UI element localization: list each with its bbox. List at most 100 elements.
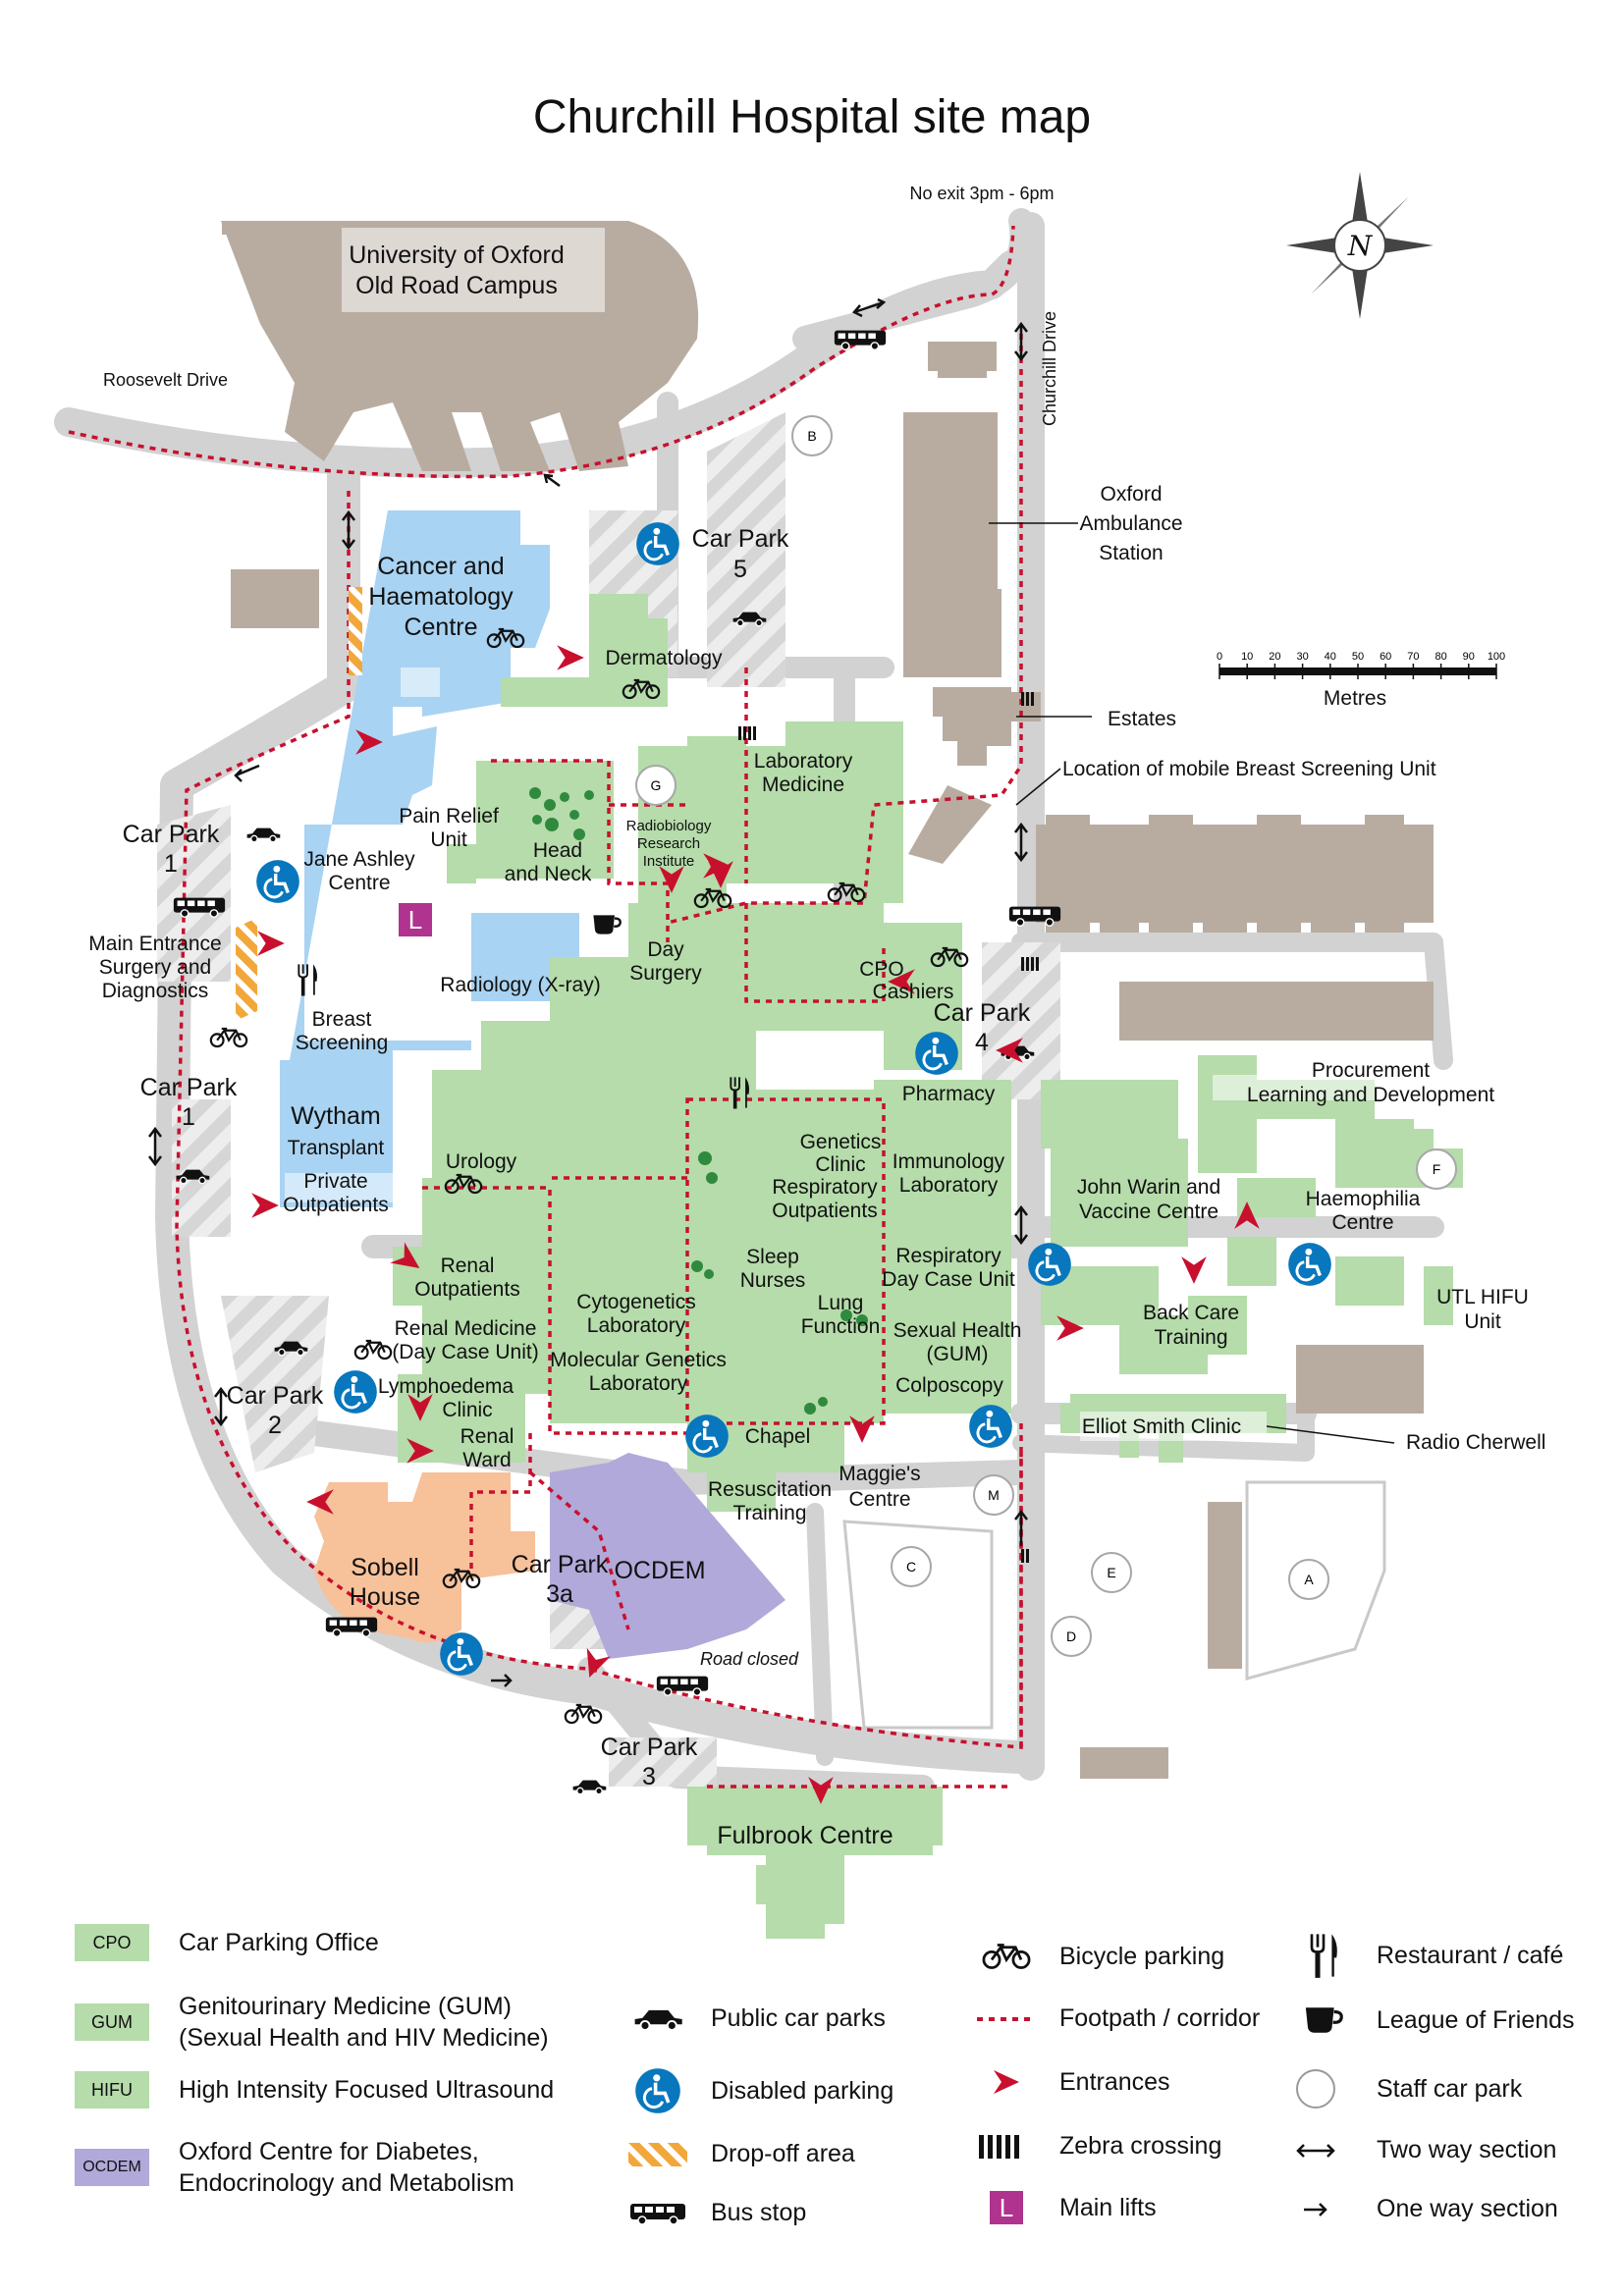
main-lifts-marker[interactable]	[399, 903, 432, 936]
disabled-parking-icon	[628, 2067, 687, 2114]
compass-north-letter: N	[1347, 230, 1374, 262]
disabled-parking-icon[interactable]	[968, 1404, 1013, 1449]
label-genetics-2: Clinic	[815, 1153, 865, 1176]
staff-car-park-e[interactable]	[1091, 1552, 1132, 1593]
disabled-parking-icon[interactable]	[914, 1031, 959, 1076]
cutlery-icon[interactable]	[298, 963, 318, 996]
entrance-arrow-icon[interactable]	[557, 645, 584, 670]
legend-bicycle-text: Bicycle parking	[1059, 1942, 1225, 1970]
entrance-arrow-icon[interactable]	[1181, 1256, 1207, 1284]
bus-icon[interactable]	[834, 329, 887, 351]
legend-lifts-text: Main lifts	[1059, 2193, 1157, 2221]
disabled-parking-icon[interactable]	[635, 521, 680, 566]
staff-car-park-a[interactable]	[1288, 1559, 1329, 1600]
label-renal-op-2: Outpatients	[414, 1278, 519, 1301]
disabled-parking-icon[interactable]	[1027, 1242, 1072, 1287]
disabled-parking-icon[interactable]	[255, 859, 300, 904]
legend-bicycle: Bicycle parking	[977, 1942, 1224, 1971]
staff-car-park-g[interactable]	[635, 765, 677, 806]
staff-car-park-label: F	[1433, 1161, 1441, 1177]
legend-bus-text: Bus stop	[711, 2199, 807, 2226]
scale-tick-label: 30	[1296, 651, 1308, 663]
legend-two-way: Two way section	[1294, 2136, 1556, 2164]
label-mobile-breast: Location of mobile Breast Screening Unit	[1062, 758, 1436, 780]
dropoff-area-north	[349, 587, 362, 675]
disabled-parking-icon[interactable]	[684, 1414, 730, 1459]
mobile-unit-area	[908, 785, 992, 864]
entrance-arrow-icon[interactable]	[251, 1193, 279, 1218]
label-urology: Urology	[446, 1150, 517, 1173]
label-private-2: Outpatients	[283, 1194, 388, 1216]
label-jane-ashley-2: Centre	[328, 872, 390, 894]
disabled-parking-icon[interactable]	[333, 1369, 378, 1415]
one-way-arrow-icon	[1304, 2202, 1327, 2216]
legend-ocdem: OCDEM Oxford Centre for Diabetes,Endocri…	[75, 2136, 514, 2199]
dropoff-icon	[628, 2142, 687, 2166]
staff-car-park-f[interactable]	[1416, 1148, 1457, 1190]
label-dermatology: Dermatology	[605, 647, 723, 669]
scale-tick-label: 20	[1269, 651, 1280, 663]
staff-car-park-label: E	[1107, 1565, 1115, 1580]
legend-ocdem-text-2: Endocrinology and Metabolism	[179, 2169, 514, 2197]
label-haemophilia-2: Centre	[1331, 1211, 1393, 1234]
main-lifts-letter: L	[408, 905, 422, 934]
label-immunology-2: Laboratory	[899, 1174, 999, 1197]
label-main-entrance-2: Surgery and	[99, 956, 211, 979]
disabled-parking-icon[interactable]	[1287, 1242, 1332, 1287]
scale-tick-label: 90	[1463, 651, 1475, 663]
label-lab-med-1: Laboratory	[754, 750, 853, 773]
label-molecular-1: Molecular Genetics	[550, 1349, 727, 1371]
label-fulbrook: Fulbrook Centre	[717, 1822, 893, 1849]
entrance-arrow-icon	[977, 2067, 1036, 2097]
old-road-campus	[221, 221, 699, 471]
label-lab-med-2: Medicine	[762, 774, 844, 796]
label-john-warin-1: John Warin and	[1077, 1176, 1220, 1199]
bus-icon[interactable]	[325, 1616, 378, 1638]
staff-car-park-c[interactable]	[891, 1546, 932, 1587]
legend-gum-text-2: (Sexual Health and HIV Medicine)	[179, 2024, 549, 2052]
label-chapel: Chapel	[745, 1425, 811, 1448]
label-renal-med-1: Renal Medicine	[395, 1317, 537, 1340]
legend-zebra: Zebra crossing	[977, 2132, 1221, 2161]
staff-car-park-label: C	[906, 1559, 916, 1575]
car-icon	[571, 1779, 608, 1795]
label-utl-2: Unit	[1464, 1310, 1501, 1333]
bus-icon	[628, 2202, 687, 2225]
label-sobell-2: House	[350, 1583, 420, 1611]
label-road-closed: Road closed	[700, 1649, 799, 1669]
label-renal-med-2: (Day Case Unit)	[392, 1341, 538, 1363]
staff-car-park-label: G	[651, 777, 662, 793]
staff-car-park-d[interactable]	[1051, 1616, 1092, 1657]
east-residential	[957, 687, 1434, 1041]
label-wytham-2: Transplant	[288, 1137, 385, 1159]
legend-hifu-code: HIFU	[75, 2071, 149, 2109]
car-icon	[245, 827, 282, 843]
legend-cpo: CPO Car Parking Office	[75, 1924, 379, 1961]
legend-staff-text: Staff car park	[1377, 2074, 1523, 2103]
label-elliot: Elliot Smith Clinic	[1082, 1415, 1241, 1438]
disabled-parking-icon[interactable]	[439, 1631, 484, 1677]
legend-cpo-code: CPO	[75, 1924, 149, 1961]
label-radiobio-3: Institute	[643, 853, 695, 870]
two-way-arrows	[148, 297, 1028, 1687]
label-lymph-2: Clinic	[442, 1399, 492, 1421]
legend-gum: GUM Genitourinary Medicine (GUM)(Sexual …	[75, 1991, 549, 2054]
bus-icon[interactable]	[656, 1675, 709, 1697]
label-maggies-2: Centre	[848, 1488, 910, 1511]
legend-public-car: Public car parks	[628, 2004, 886, 2033]
label-lung-2: Function	[801, 1315, 881, 1338]
scale-tick-label: 70	[1407, 651, 1419, 663]
legend-league: League of Friends	[1294, 2004, 1575, 2036]
label-ambulance-2: Ambulance	[1079, 512, 1182, 535]
cup-icon[interactable]	[592, 914, 622, 935]
label-car-park-1b-2: 1	[182, 1103, 195, 1131]
legend-restaurant-text: Restaurant / café	[1377, 1941, 1564, 1969]
label-molecular-2: Laboratory	[589, 1372, 688, 1395]
entrance-arrow-icon[interactable]	[257, 931, 285, 956]
staff-car-park-b[interactable]	[791, 415, 833, 456]
legend-disabled: Disabled parking	[628, 2067, 893, 2114]
staff-car-park-m[interactable]	[973, 1474, 1014, 1516]
label-main-entrance-1: Main Entrance	[88, 933, 221, 955]
legend-two-way-text: Two way section	[1377, 2136, 1557, 2163]
